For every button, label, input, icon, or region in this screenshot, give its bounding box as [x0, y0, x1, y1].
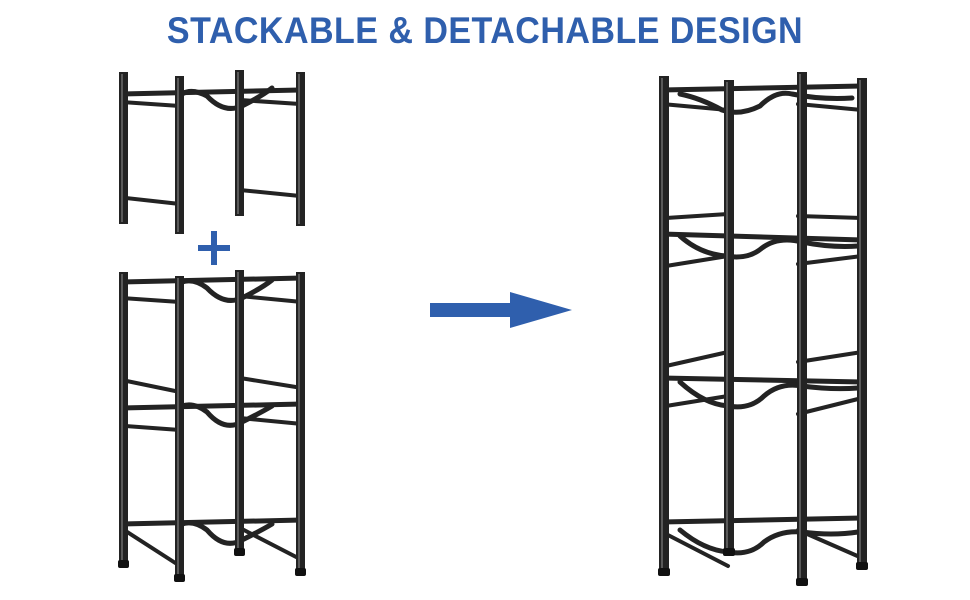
plus-icon — [198, 231, 230, 265]
rack-top-piece-image — [119, 70, 305, 234]
rack-assembled-image — [658, 72, 868, 586]
rack-bottom-piece-image — [118, 270, 306, 582]
headline: STACKABLE & DETACHABLE DESIGN — [166, 10, 804, 51]
rack-assembled — [658, 72, 868, 586]
arrow-right-icon — [430, 292, 572, 328]
rack-top-piece — [119, 70, 305, 234]
rack-bottom-piece — [118, 270, 306, 582]
